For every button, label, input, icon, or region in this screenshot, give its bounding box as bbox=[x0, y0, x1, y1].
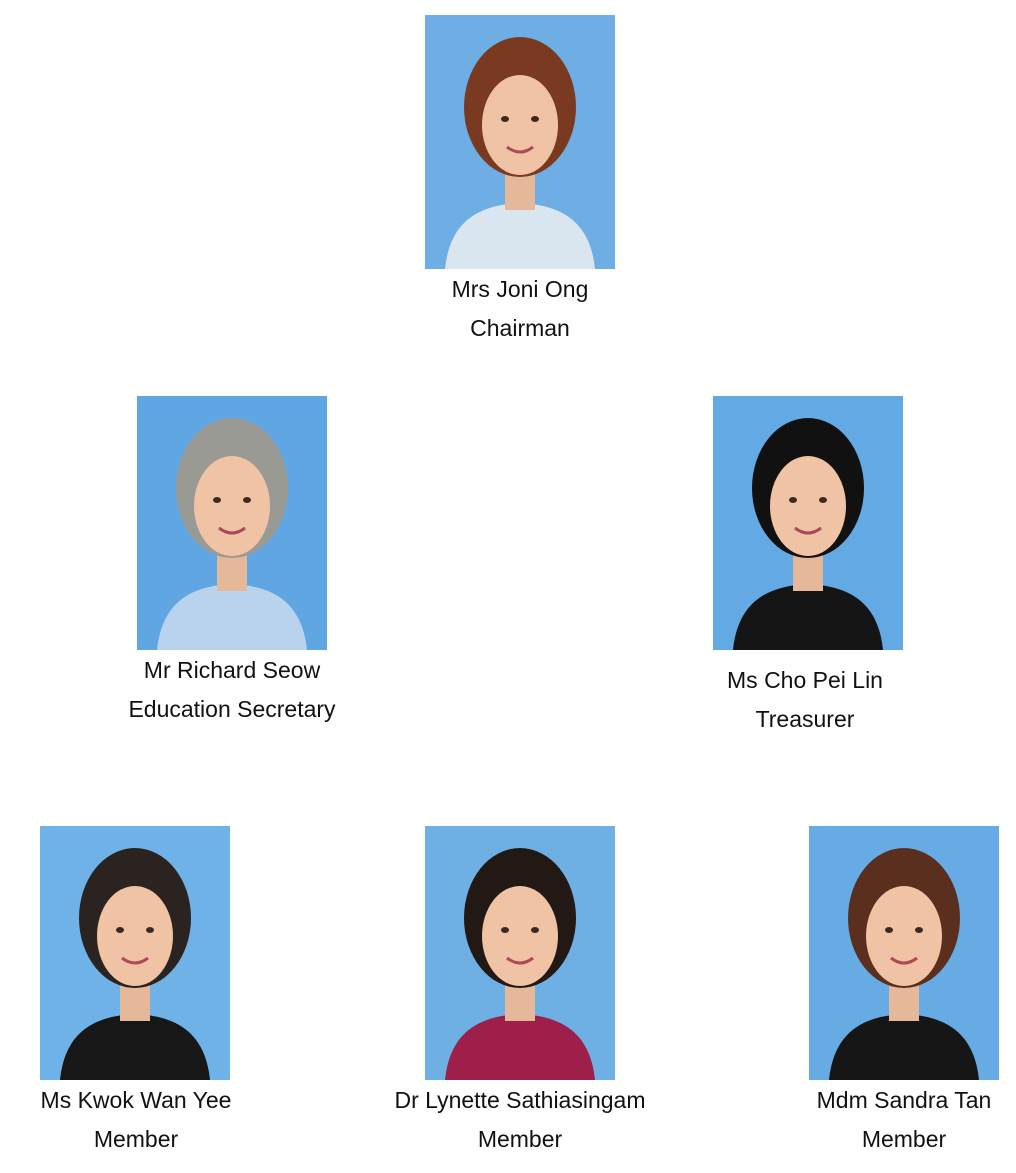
eye-left bbox=[501, 116, 509, 122]
smile bbox=[218, 526, 246, 535]
member-caption: Mdm Sandra Tan Member bbox=[754, 1081, 1016, 1159]
portrait-photo-icon bbox=[713, 396, 903, 650]
portrait-photo-icon bbox=[137, 396, 327, 650]
member-role: Member bbox=[93, 1126, 179, 1152]
member-name: Ms Kwok Wan Yee bbox=[40, 1087, 232, 1113]
member-caption: Ms Kwok Wan Yee Member bbox=[0, 1081, 286, 1159]
face bbox=[770, 456, 846, 556]
eye-left bbox=[789, 497, 797, 503]
eye-right bbox=[915, 927, 923, 933]
shoulders bbox=[445, 1014, 595, 1080]
member-name: Mdm Sandra Tan bbox=[816, 1087, 992, 1113]
member-caption: Mr Richard Seow Education Secretary bbox=[82, 651, 382, 729]
member-role: Chairman bbox=[470, 315, 570, 341]
portrait-photo-icon bbox=[425, 15, 615, 269]
face bbox=[866, 886, 942, 986]
shoulders bbox=[445, 203, 595, 269]
eye-left bbox=[885, 927, 893, 933]
photo-joni-ong bbox=[425, 15, 615, 269]
shoulders bbox=[157, 584, 307, 650]
face bbox=[482, 75, 558, 175]
eye-left bbox=[501, 927, 509, 933]
smile bbox=[794, 526, 822, 535]
eye-right bbox=[243, 497, 251, 503]
eye-left bbox=[213, 497, 221, 503]
photo-richard-seow bbox=[137, 396, 327, 650]
portrait-photo-icon bbox=[40, 826, 230, 1080]
photo-sandra-tan bbox=[809, 826, 999, 1080]
eye-right bbox=[146, 927, 154, 933]
photo-kwok-wan-yee bbox=[40, 826, 230, 1080]
shoulders bbox=[60, 1014, 210, 1080]
member-caption: Ms Cho Pei Lin Treasurer bbox=[655, 661, 955, 739]
photo-cho-pei-lin bbox=[713, 396, 903, 650]
eye-right bbox=[531, 927, 539, 933]
eye-left bbox=[116, 927, 124, 933]
face bbox=[97, 886, 173, 986]
member-name: Mrs Joni Ong bbox=[451, 276, 589, 302]
member-name: Dr Lynette Sathiasingam bbox=[394, 1087, 646, 1113]
eye-right bbox=[531, 116, 539, 122]
member-caption: Mrs Joni Ong Chairman bbox=[370, 270, 670, 348]
member-role: Member bbox=[477, 1126, 563, 1152]
face bbox=[482, 886, 558, 986]
member-role: Education Secretary bbox=[128, 696, 336, 722]
smile bbox=[506, 956, 534, 965]
portrait-photo-icon bbox=[425, 826, 615, 1080]
member-name: Ms Cho Pei Lin bbox=[727, 667, 883, 693]
member-role: Member bbox=[861, 1126, 947, 1152]
smile bbox=[890, 956, 918, 965]
face bbox=[194, 456, 270, 556]
shoulders bbox=[829, 1014, 979, 1080]
eye-right bbox=[819, 497, 827, 503]
photo-lynette-sathiasingam bbox=[425, 826, 615, 1080]
member-role: Treasurer bbox=[755, 706, 855, 732]
shoulders bbox=[733, 584, 883, 650]
smile bbox=[506, 145, 534, 154]
portrait-photo-icon bbox=[809, 826, 999, 1080]
smile bbox=[121, 956, 149, 965]
member-caption: Dr Lynette Sathiasingam Member bbox=[370, 1081, 670, 1159]
member-name: Mr Richard Seow bbox=[143, 657, 321, 683]
